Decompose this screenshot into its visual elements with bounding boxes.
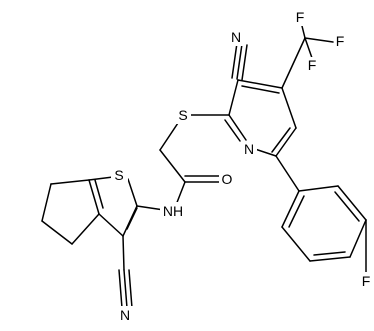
atom-nh-amide: NH — [163, 203, 183, 219]
cyclopentane-bond-c7a-c7 — [50, 179, 90, 185]
nitrile-bottom-triple-1 — [123, 269, 128, 309]
aryl-bond-5 — [337, 185, 367, 221]
aryl-bond-5-inner — [334, 191, 360, 222]
label-bg-s-thioether — [175, 106, 191, 124]
pyridine-bond-c3-c4 — [237, 79, 283, 89]
nitrile-bottom-triple-3 — [128, 269, 133, 309]
label-bg-nh — [160, 202, 186, 220]
bond-s-ch2 — [159, 122, 179, 151]
aryl-bond-6 — [298, 185, 339, 192]
atom-n-nitrile-bottom: N — [120, 307, 130, 323]
nitrile-top-triple-3 — [241, 44, 248, 81]
bond-nh-thiophene — [136, 205, 165, 211]
label-bg-f-bottom — [306, 57, 318, 74]
nitrile-bottom-triple-2 — [118, 269, 123, 309]
bond-c4-cf3 — [281, 37, 306, 89]
atom-label-layer: S S N N N NH O F F F F — [114, 9, 370, 323]
pyridine-bond-n-c2-inner — [224, 119, 241, 142]
aryl-bond-4 — [349, 219, 367, 258]
thiophene-bond-c3-c2-inner — [126, 207, 138, 230]
atom-n-pyridine: N — [244, 141, 254, 157]
nitrile-bottom-bond — [122, 235, 125, 271]
atom-n-nitrile-top: N — [231, 29, 241, 45]
thiophene-bond-c7a-c3a-inner — [94, 179, 104, 209]
bond-cf3-f-bottom — [304, 37, 313, 59]
label-bg-n-bottom — [117, 306, 134, 324]
label-bg-n-top — [228, 28, 245, 46]
bond-ch2-co — [159, 149, 186, 183]
thiophene-bond-c2-s — [127, 178, 138, 207]
pyridine-bond-c5-c6 — [275, 127, 297, 157]
bond-co-nh — [175, 181, 186, 206]
thiophene-bond-c3a-c3 — [98, 213, 124, 237]
aryl-bond-3-inner — [313, 251, 346, 256]
label-bg-o — [219, 170, 235, 188]
pyridine-bond-n-c2 — [228, 114, 247, 141]
nitrile-top-triple-1 — [236, 43, 243, 80]
bond-pyridine-aryl — [275, 155, 300, 192]
bond-cf3-f-right — [304, 37, 334, 43]
atom-f-cf3-top: F — [296, 9, 305, 25]
aryl-bond-1-inner — [288, 195, 305, 228]
pyridine-bond-c5-c6-inner — [271, 127, 291, 153]
atom-s-thioether: S — [178, 107, 187, 123]
cyclopentane-bond-c6-c5 — [41, 220, 73, 245]
thiophene-bond-c7a-c3a — [88, 179, 100, 215]
nitrile-top-triple-2 — [231, 42, 238, 79]
label-bg-f-top — [294, 9, 306, 26]
aryl-bond-3 — [309, 256, 351, 262]
cyclopentane-bond-c5-c3a — [71, 213, 100, 245]
aryl-bond-1 — [281, 190, 300, 228]
pyridine-bond-c4-c5 — [281, 87, 297, 129]
label-bg-f-aryl — [360, 272, 372, 290]
label-bg-n-pyridine — [241, 141, 257, 158]
label-bg-f-right — [334, 33, 347, 50]
pyridine-bond-c2-c3 — [228, 79, 239, 116]
aryl-bond-2 — [281, 226, 311, 262]
atom-f-cf3-right: F — [336, 33, 345, 49]
atom-o-carbonyl: O — [222, 171, 233, 187]
atom-s-thiophene: S — [114, 167, 123, 183]
label-bg-s-thiophene — [111, 166, 128, 184]
thiophene-bond-s-c7a — [88, 176, 114, 181]
label-background-layer — [111, 9, 372, 324]
cyclopentane-bond-c7-c6 — [41, 183, 52, 222]
atom-f-aryl: F — [362, 273, 371, 289]
pyridine-bond-c3-c4-inner — [241, 85, 280, 94]
atom-f-cf3-bottom: F — [308, 57, 317, 73]
